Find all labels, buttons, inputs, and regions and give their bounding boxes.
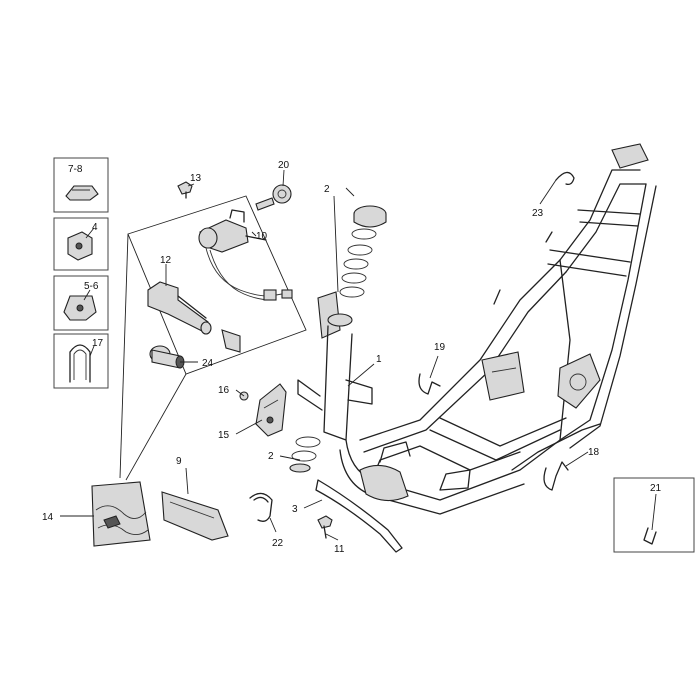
- part-strap-3[interactable]: [315, 479, 403, 553]
- callout-7-8: 7-8: [68, 164, 83, 175]
- callout-21: 21: [650, 483, 662, 494]
- callout-23: 23: [532, 208, 544, 219]
- callout-15: 15: [218, 430, 230, 441]
- part-hook-19[interactable]: [418, 373, 441, 395]
- leader-lines: [60, 169, 657, 541]
- part-box-4[interactable]: [53, 217, 109, 271]
- part-box-7-8[interactable]: [53, 157, 109, 213]
- part-main-frame[interactable]: [339, 143, 657, 515]
- part-steering-head-1[interactable]: [297, 291, 373, 441]
- callout-16: 16: [218, 385, 230, 396]
- part-box-17[interactable]: [53, 333, 109, 389]
- callout-2-lower: 2: [268, 451, 274, 462]
- part-spring-18[interactable]: [543, 461, 569, 491]
- part-bolt-11[interactable]: [317, 515, 333, 539]
- callout-13: 13: [190, 173, 202, 184]
- part-bearing-set-upper-2[interactable]: [339, 205, 387, 298]
- callout-22: 22: [272, 538, 284, 549]
- key-switch-group-outline: [119, 195, 307, 481]
- part-bolt-13[interactable]: [177, 181, 193, 199]
- callout-9: 9: [176, 456, 182, 467]
- callout-2-upper: 2: [324, 184, 330, 195]
- callout-4: 4: [92, 222, 98, 233]
- part-cover-9[interactable]: [161, 491, 229, 541]
- callout-18: 18: [588, 447, 600, 458]
- part-bearing-set-lower-2[interactable]: [289, 436, 321, 473]
- part-key-20[interactable]: [255, 184, 292, 211]
- callout-17: 17: [92, 338, 104, 349]
- part-bushing-24[interactable]: [149, 345, 185, 369]
- callout-11: 11: [334, 544, 345, 555]
- part-clamp-22[interactable]: [249, 492, 273, 522]
- callout-20: 20: [278, 160, 290, 171]
- callout-1: 1: [376, 354, 382, 365]
- callout-12: 12: [160, 255, 172, 266]
- part-clip-23[interactable]: [555, 171, 575, 186]
- part-ignition-switch-10[interactable]: [198, 209, 293, 301]
- callout-19: 19: [434, 342, 446, 353]
- part-bracket-15[interactable]: [255, 383, 287, 437]
- part-tool-bag-14[interactable]: [91, 481, 151, 547]
- part-box-5-6[interactable]: [53, 275, 109, 331]
- callout-labels: 7-8 4 5-6 17 13 20 10 12 24 2 1 16 15 2 …: [42, 160, 662, 555]
- callout-5-6: 5-6: [84, 281, 99, 292]
- callout-14: 14: [42, 512, 54, 523]
- callout-3: 3: [292, 504, 298, 515]
- callout-10: 10: [256, 231, 268, 242]
- callout-24: 24: [202, 358, 214, 369]
- part-lock-barrel-12[interactable]: [147, 281, 241, 353]
